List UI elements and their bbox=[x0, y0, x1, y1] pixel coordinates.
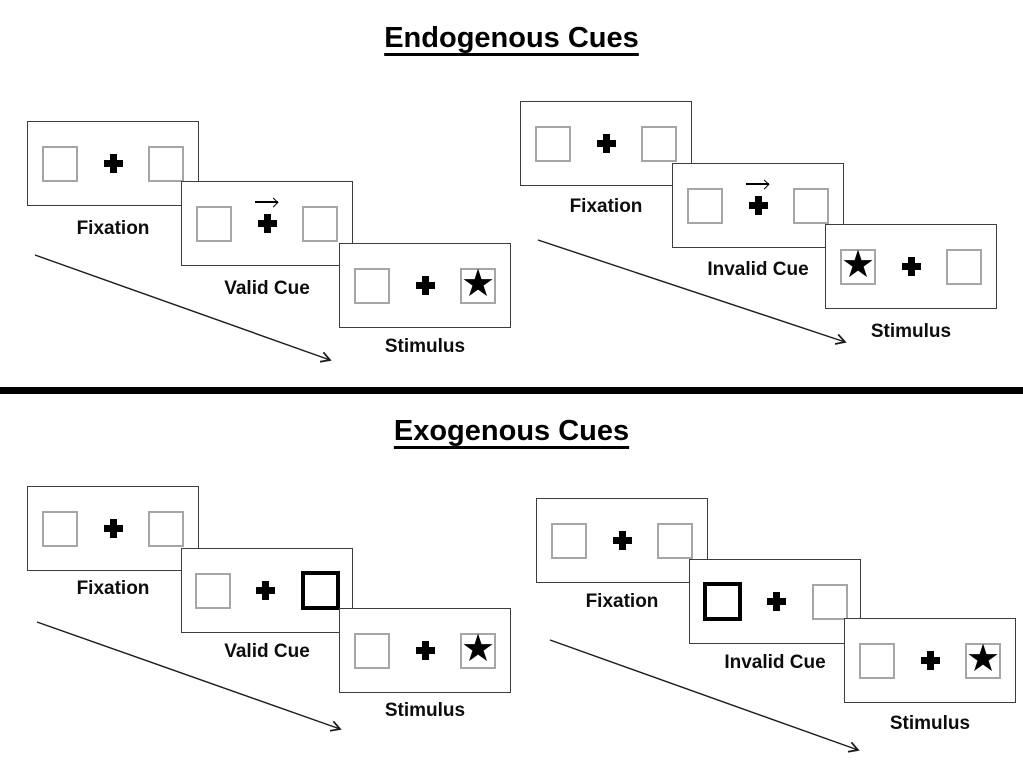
fixation-cross-icon bbox=[415, 641, 435, 660]
fixation-cross-icon bbox=[257, 214, 277, 233]
panel-label: Stimulus bbox=[384, 336, 466, 357]
fixation-cross-icon bbox=[103, 519, 123, 538]
fixation-cross-icon bbox=[901, 257, 921, 276]
star-icon: ★ bbox=[840, 244, 876, 286]
left-box: ★ bbox=[702, 582, 742, 621]
fixation-cross-icon bbox=[256, 581, 275, 600]
left-box: ★ bbox=[354, 267, 390, 304]
panel-center bbox=[412, 276, 438, 295]
right-box: ★ bbox=[460, 628, 496, 670]
left-box: ★ bbox=[194, 572, 231, 609]
right-box: ★ bbox=[460, 263, 496, 305]
fixation-panel: ★ ★ bbox=[27, 486, 199, 571]
panel-center bbox=[745, 183, 771, 215]
left-box: ★ bbox=[42, 145, 78, 182]
star-icon: ★ bbox=[965, 638, 1001, 680]
fixation-panel: ★ ★ bbox=[520, 101, 692, 186]
right-box: ★ bbox=[657, 522, 693, 559]
fixation-cross-icon bbox=[612, 531, 632, 550]
panel-label: Fixation bbox=[76, 578, 150, 599]
timeline-arrow bbox=[34, 254, 332, 363]
valid-cue-panel: ★ ★ bbox=[181, 181, 353, 266]
fixation-cross-icon bbox=[767, 592, 786, 611]
left-box: ★ bbox=[859, 642, 895, 679]
right-box: ★ bbox=[148, 145, 184, 182]
panel-center bbox=[898, 257, 924, 276]
panel-center bbox=[917, 651, 943, 670]
invalid-cue-panel: ★ ★ bbox=[689, 559, 861, 644]
endogenous-title-text: Endogenous Cues bbox=[384, 22, 639, 54]
panel-center bbox=[609, 531, 635, 550]
right-box: ★ bbox=[811, 583, 848, 620]
star-icon: ★ bbox=[460, 263, 496, 305]
panel-center bbox=[100, 519, 126, 538]
panel-label: Fixation bbox=[585, 591, 659, 612]
panel-center bbox=[254, 201, 280, 233]
panel-label: Fixation bbox=[569, 196, 643, 217]
fixation-cross-icon bbox=[748, 196, 768, 215]
panel-label: Stimulus bbox=[889, 713, 971, 734]
right-box: ★ bbox=[300, 571, 340, 610]
stimulus-panel: ★ ★ bbox=[825, 224, 997, 309]
panel-label: Invalid Cue bbox=[724, 652, 826, 673]
timeline-arrow bbox=[36, 621, 342, 732]
cue-arrow-icon bbox=[255, 197, 279, 206]
exogenous-section-title: Exogenous Cues bbox=[0, 415, 1023, 448]
endogenous-section-title: Endogenous Cues bbox=[0, 22, 1023, 55]
panel-label: Valid Cue bbox=[224, 278, 310, 299]
valid-cue-panel: ★ ★ bbox=[181, 548, 353, 633]
panel-label: Valid Cue bbox=[224, 641, 310, 662]
fixation-cross-icon bbox=[415, 276, 435, 295]
fixation-panel: ★ ★ bbox=[536, 498, 708, 583]
exogenous-title-text: Exogenous Cues bbox=[393, 415, 630, 447]
left-box: ★ bbox=[42, 510, 78, 547]
left-box: ★ bbox=[840, 244, 876, 286]
stimulus-panel: ★ ★ bbox=[339, 608, 511, 693]
fixation-cross-icon bbox=[596, 134, 616, 153]
cue-arrow-icon bbox=[746, 179, 770, 188]
panel-label: Invalid Cue bbox=[707, 259, 809, 280]
right-box: ★ bbox=[641, 125, 677, 162]
panel-label: Fixation bbox=[76, 218, 150, 239]
left-box: ★ bbox=[535, 125, 571, 162]
left-box: ★ bbox=[687, 187, 723, 224]
stimulus-panel: ★ ★ bbox=[339, 243, 511, 328]
panel-label: Stimulus bbox=[384, 700, 466, 721]
panel-center bbox=[100, 154, 126, 173]
fixation-panel: ★ ★ bbox=[27, 121, 199, 206]
fixation-cross-icon bbox=[920, 651, 940, 670]
timeline-arrow bbox=[537, 239, 847, 345]
section-divider bbox=[0, 387, 1023, 394]
panel-label: Stimulus bbox=[870, 321, 952, 342]
panel-center bbox=[412, 641, 438, 660]
right-box: ★ bbox=[965, 638, 1001, 680]
left-box: ★ bbox=[354, 632, 390, 669]
star-icon: ★ bbox=[460, 628, 496, 670]
panel-center bbox=[764, 592, 790, 611]
invalid-cue-panel: ★ ★ bbox=[672, 163, 844, 248]
left-box: ★ bbox=[196, 205, 232, 242]
stimulus-panel: ★ ★ bbox=[844, 618, 1016, 703]
panel-center bbox=[253, 581, 279, 600]
right-box: ★ bbox=[302, 205, 338, 242]
right-box: ★ bbox=[946, 248, 982, 285]
right-box: ★ bbox=[793, 187, 829, 224]
right-box: ★ bbox=[148, 510, 184, 547]
fixation-cross-icon bbox=[103, 154, 123, 173]
panel-center bbox=[593, 134, 619, 153]
left-box: ★ bbox=[551, 522, 587, 559]
